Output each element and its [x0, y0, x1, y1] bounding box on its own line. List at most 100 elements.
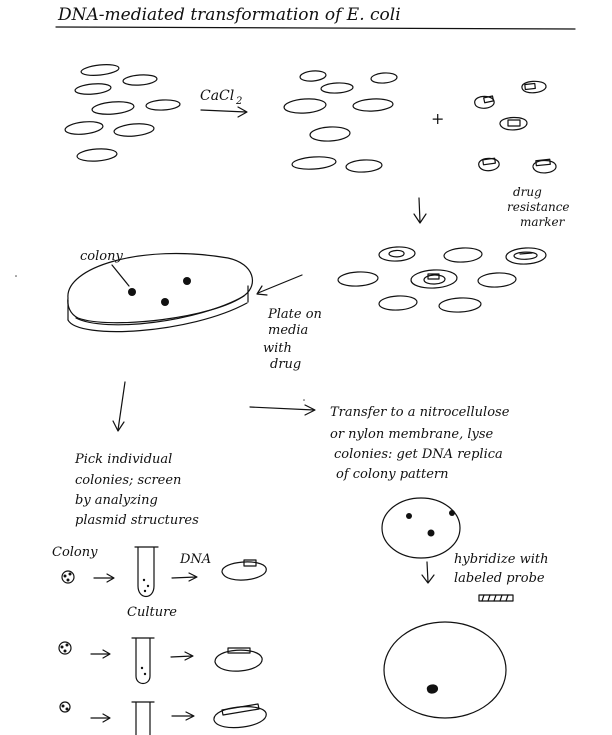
cacl2-label: CaCl [200, 88, 234, 104]
transfer-line3: colonies: get DNA replica [334, 447, 503, 462]
colony-spot [449, 510, 455, 516]
colony-spot [406, 513, 412, 519]
cell [352, 98, 394, 112]
cell [64, 121, 104, 135]
colony-row-label: Colony [52, 545, 98, 560]
cell [283, 98, 327, 114]
culture-tube [134, 546, 159, 598]
cacl2-subscript: 2 [235, 96, 242, 107]
marker-box [221, 703, 260, 716]
transfer-line4: of colony pattern [336, 467, 449, 482]
plate-line3: with [263, 341, 292, 356]
cell [477, 272, 517, 288]
plate-line2: media [268, 323, 308, 338]
culture-tube [131, 701, 155, 735]
plus-sign: + [431, 109, 444, 128]
colony [128, 288, 136, 296]
plasmid-result [214, 649, 263, 672]
hybridize-line1: hybridize with [454, 552, 548, 567]
membrane [383, 621, 507, 719]
plasmid [532, 158, 557, 174]
drug-marker-line1: drug [513, 185, 542, 199]
marker-box [483, 95, 495, 104]
plasmid [521, 80, 547, 94]
dish-rim-bottom [67, 302, 248, 333]
pick-line1: Pick individual [74, 452, 172, 467]
hybridize-label: hybridize with labeled probe [454, 552, 548, 586]
screening-row-1: Colony DNA Culture [52, 545, 267, 620]
colony [183, 277, 191, 285]
positive-colony-signal [426, 684, 439, 694]
transfer-text: Transfer to a nitrocellulose or nylon me… [330, 405, 510, 482]
drug-marker-line3: marker [520, 215, 566, 229]
plasmid [474, 95, 495, 109]
arrow-down-pick [112, 381, 126, 432]
plate-line1: Plate on [267, 307, 322, 322]
pick-text: Pick individual colonies; screen by anal… [74, 452, 199, 528]
labeled-probe [478, 594, 514, 602]
title-underline [55, 26, 576, 30]
cell [438, 297, 482, 313]
membrane [381, 497, 461, 559]
diagram-title: DNA-mediated transformation of E. coli [57, 5, 401, 25]
culture-label: Culture [127, 605, 177, 620]
cell [443, 247, 483, 263]
plate-line4: drug [270, 357, 301, 372]
arrow-to-plate [256, 274, 303, 296]
cell [309, 126, 351, 142]
pick-line3: by analyzing [75, 493, 158, 508]
cell [91, 101, 135, 115]
cell [80, 64, 120, 76]
marker-box [482, 157, 496, 166]
cell [299, 70, 327, 82]
cell [378, 246, 416, 262]
marker-box [535, 158, 551, 167]
colony-cluster [58, 641, 72, 655]
colony [161, 298, 169, 306]
dish-rim-top [67, 252, 253, 324]
hybridize-line2: labeled probe [454, 571, 545, 586]
arrow-down-transform [413, 197, 427, 224]
petri-dish: colony [67, 249, 253, 333]
marker-box [227, 647, 251, 654]
arrow-down-hybridize [421, 561, 435, 584]
plasmid [499, 116, 528, 131]
plasmid-in-cell [388, 249, 405, 258]
cell [320, 82, 354, 94]
ecoli-cells-competent [283, 70, 398, 173]
colony-cluster [59, 701, 71, 713]
cacl2-step: CaCl 2 [200, 88, 248, 118]
cell [76, 148, 118, 162]
screening-row-3 [59, 701, 267, 735]
colony-spot [427, 529, 435, 537]
transfer-line1: Transfer to a nitrocellulose [330, 405, 510, 420]
arrow-to-transfer [249, 404, 316, 416]
pick-line4: plasmid structures [75, 513, 199, 528]
cell [370, 72, 398, 84]
membrane-hybridized [383, 621, 507, 719]
plasmid-result [221, 561, 267, 581]
transformed-cells [337, 246, 547, 313]
colony-cluster [61, 570, 75, 584]
cell [378, 295, 418, 311]
plasmids [474, 80, 557, 174]
dna-label: DNA [179, 552, 211, 567]
plasmid [478, 157, 500, 172]
marker-box [524, 82, 536, 91]
plasmid-in-cell [513, 251, 538, 260]
cell [410, 269, 458, 289]
arrow-head [237, 106, 248, 118]
marker-box [507, 119, 521, 127]
cell [113, 123, 155, 137]
culture-tube [131, 637, 155, 685]
screening-row-2 [58, 637, 263, 685]
cell [74, 83, 112, 95]
marker-box [243, 559, 257, 567]
plate-label: Plate on media with drug [263, 307, 322, 372]
drug-marker-label: drug resistance marker [507, 185, 570, 229]
ecoli-cells-initial [64, 64, 181, 162]
marker-box [427, 273, 440, 280]
cell [345, 159, 383, 173]
